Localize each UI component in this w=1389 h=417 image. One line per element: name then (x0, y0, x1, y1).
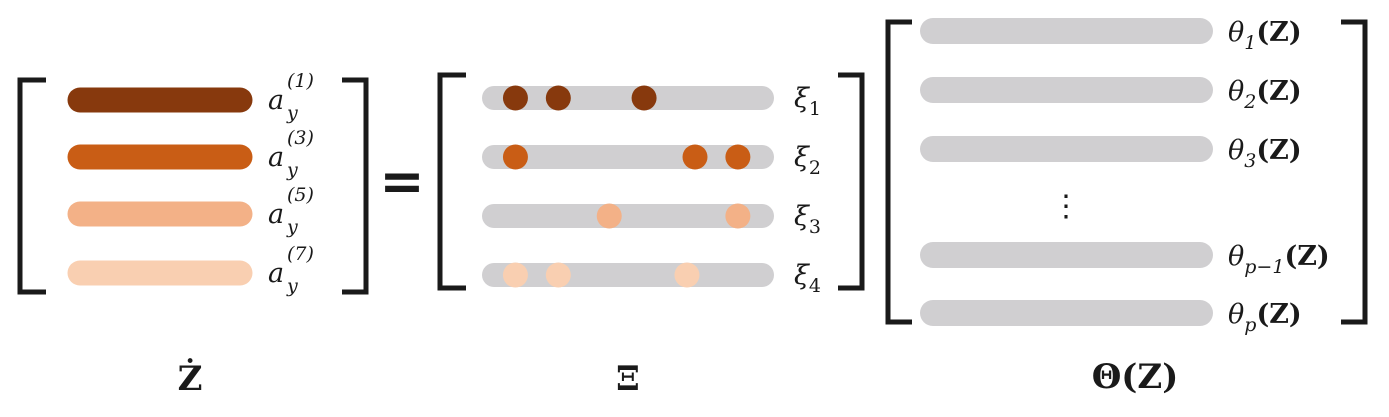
xi-row-label: ξ2 (794, 142, 821, 179)
xi-row-label: ξ3 (794, 201, 821, 238)
xi-coefficient-dot (502, 144, 528, 170)
xi-coefficient-dot (545, 85, 571, 111)
xi-coefficient-dot (596, 203, 622, 229)
zdot-caption: Ż (178, 358, 203, 399)
xi-coefficient-dot (725, 203, 751, 229)
zdot-right-bracket (342, 77, 369, 295)
equals-sign: = (379, 150, 424, 213)
xi-rows: ξ1 ξ2 ξ3 ξ4 (482, 83, 821, 297)
xi-row-label: ξ4 (794, 260, 821, 297)
xi-row-label: ξ1 (794, 83, 821, 120)
xi-right-bracket (838, 72, 865, 291)
zdot-left-bracket (17, 77, 46, 295)
theta-right-bracket (1341, 19, 1368, 325)
theta-row-label: θp(Z) (1228, 299, 1302, 336)
xi-coefficient-dot (631, 85, 657, 111)
xi-coefficient-dot (725, 144, 751, 170)
theta-left-bracket (885, 19, 912, 325)
theta-row-label: θ1(Z) (1228, 17, 1302, 54)
theta-caption: Θ(Z) (1092, 357, 1179, 397)
theta-matrix: θ1(Z) θ2(Z) θ3(Z) θp−1(Z) θp(Z) ⋮ Θ(Z) (885, 17, 1368, 397)
theta-row-label: θ3(Z) (1228, 135, 1302, 172)
xi-coefficient-dot (682, 144, 708, 170)
xi-coefficient-dot (674, 262, 700, 288)
xi-coefficient-dot (502, 262, 528, 288)
theta-row-label: θp−1(Z) (1228, 241, 1330, 278)
xi-coefficient-dot (502, 85, 528, 111)
theta-ellipsis: ⋮ (1051, 189, 1081, 224)
theta-rows: θ1(Z) θ2(Z) θ3(Z) θp−1(Z) θp(Z) (920, 17, 1330, 336)
xi-coefficient-dot (545, 262, 571, 288)
xi-matrix: ξ1 ξ2 ξ3 ξ4 Ξ (437, 72, 865, 399)
xi-left-bracket (437, 72, 466, 291)
xi-caption: Ξ (616, 359, 640, 399)
theta-row-label: θ2(Z) (1228, 76, 1302, 113)
